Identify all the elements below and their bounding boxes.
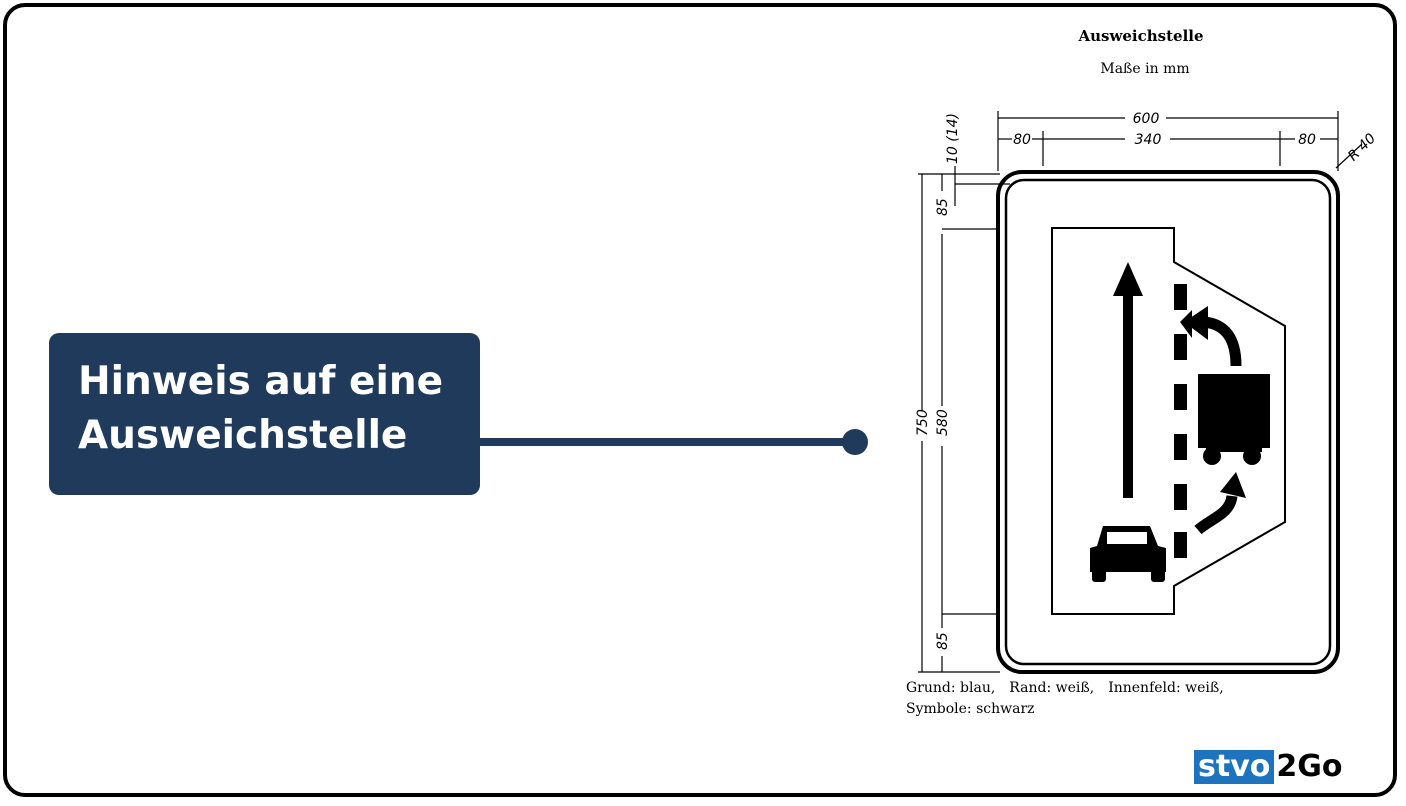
dim-radius: R 40 bbox=[1345, 130, 1379, 164]
dashed-lane-line bbox=[1174, 284, 1187, 558]
drawing-title: Ausweichstelle bbox=[1077, 27, 1203, 45]
dim-side-right: 80 bbox=[1298, 132, 1316, 148]
caption-line-2: Symbole: schwarz bbox=[906, 701, 1035, 717]
logo-part-2go: 2Go bbox=[1276, 749, 1343, 784]
sign-inner-border bbox=[1004, 178, 1332, 666]
dim-inner-width: 340 bbox=[1135, 132, 1162, 148]
straight-arrow-icon bbox=[1113, 262, 1143, 498]
dim-bottom-margin: 85 bbox=[935, 632, 951, 650]
sign-technical-drawing: Ausweichstelle Maße in mm 600 80 340 80 … bbox=[915, 27, 1379, 674]
caption-ground: Grund: blau, bbox=[906, 680, 996, 696]
car-icon bbox=[1090, 526, 1166, 582]
drawing-caption: Grund: blau,Rand: weiß,Innenfeld: weiß, … bbox=[906, 678, 1224, 720]
caption-inner-field: Innenfeld: weiß, bbox=[1108, 680, 1224, 696]
dim-inner-height: 580 bbox=[935, 409, 951, 436]
dim-top-margin: 85 bbox=[935, 198, 951, 216]
truck-icon bbox=[1198, 374, 1270, 465]
sign-inner-field bbox=[1051, 227, 1286, 615]
stvo2go-logo: stvo 2Go bbox=[1194, 750, 1344, 784]
pull-in-arrow-icon bbox=[1194, 472, 1246, 535]
callout-box: Hinweis auf eine Ausweichstelle bbox=[49, 333, 480, 495]
caption-line-1: Grund: blau, Rand: weiß, Innenfeld: weiß, bbox=[906, 678, 1224, 699]
logo-part-stvo: stvo bbox=[1194, 750, 1275, 784]
dim-total-width: 600 bbox=[1133, 111, 1160, 127]
callout-connector-line bbox=[476, 438, 856, 446]
dim-total-height: 750 bbox=[915, 409, 931, 436]
dim-side-left: 80 bbox=[1013, 132, 1031, 148]
caption-border: Rand: weiß, bbox=[1009, 680, 1095, 696]
dimension-lines-top bbox=[997, 111, 1363, 171]
dim-border: 10 (14) bbox=[945, 113, 961, 164]
callout-line-2: Ausweichstelle bbox=[78, 413, 408, 458]
sign-outer-border bbox=[996, 170, 1340, 674]
drawing-subtitle: Maße in mm bbox=[1100, 61, 1189, 77]
callout-line-1: Hinweis auf eine bbox=[78, 359, 444, 404]
dimension-lines-left bbox=[918, 166, 1010, 673]
return-arrow-icon bbox=[1180, 306, 1242, 367]
callout-connector-dot bbox=[842, 429, 868, 455]
